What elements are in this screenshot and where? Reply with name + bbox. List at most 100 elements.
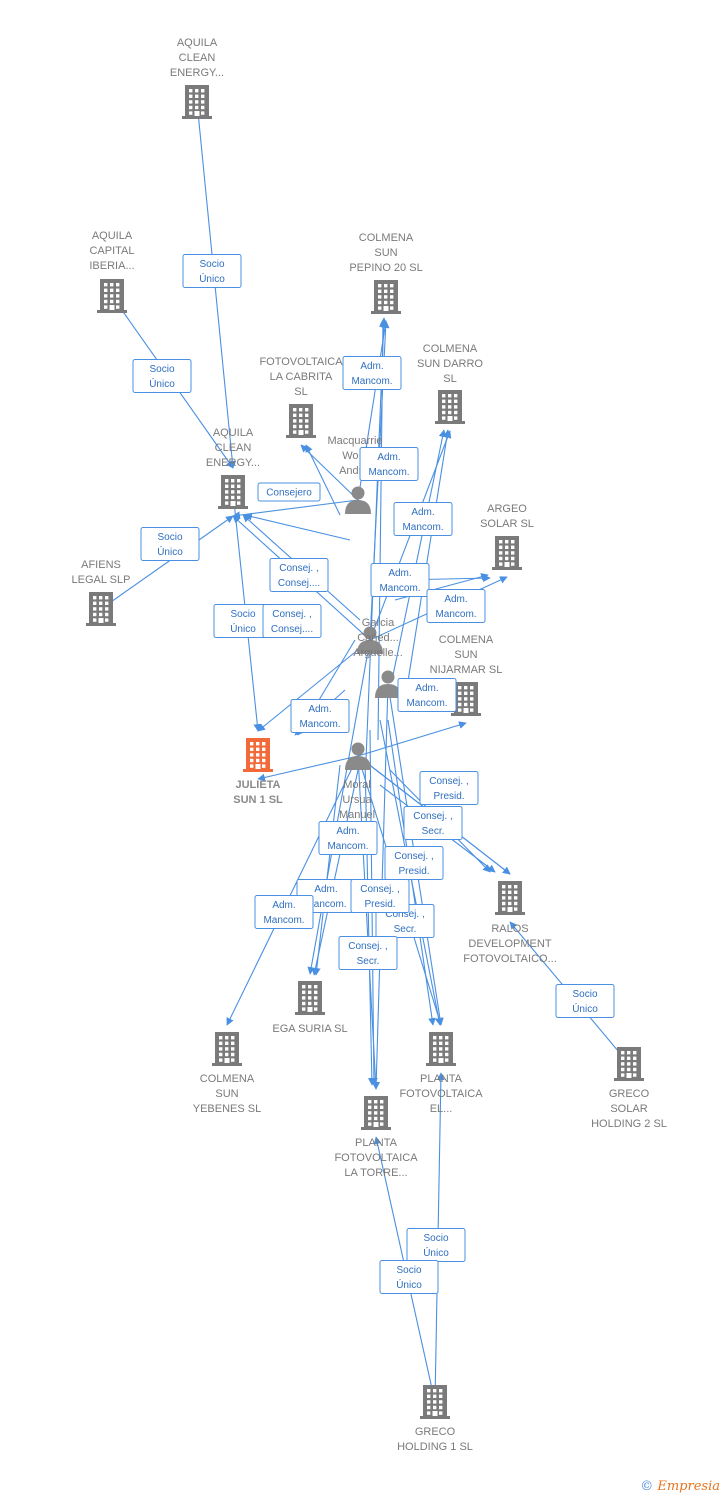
relationship-labels-layer: SocioÚnicoSocioÚnicoSocioÚnicoSocioÚnico… [132,254,615,1294]
building-icon [420,1385,450,1419]
node-aquila-mid[interactable]: AQUILACLEANENERGY... [206,427,260,509]
relationship-tag-text: Consej. , [394,851,433,862]
node-label: JULIETA [235,779,280,791]
node-label: PLANTA [420,1073,463,1085]
building-icon [426,1032,456,1066]
relationship-tag[interactable]: Consejero [257,482,321,502]
relationship-tag[interactable]: Adm.Mancom. [397,678,457,712]
building-icon [371,280,401,314]
relationship-tag[interactable]: Adm.Mancom. [318,821,378,855]
node-planta-el[interactable]: PLANTAFOTOVOLTAICAEL... [399,1032,483,1115]
node-label: RALOS [491,923,528,935]
node-ralos[interactable]: RALOS DEVELOPMENT FOTOVOLTAICO... [463,881,557,965]
node-label: FOTOVOLTAICO... [463,953,557,965]
node-label: SOLAR [610,1103,647,1115]
relationship-edge [391,429,447,681]
relationship-tag-text: Mancom. [379,583,420,594]
node-label: COLMENA [200,1073,255,1085]
relationship-tag[interactable]: Adm.Mancom. [426,589,486,623]
node-label: SUN [454,649,477,661]
building-icon [218,475,248,509]
relationship-tag-text: Único [572,1002,598,1015]
relationship-edge [257,755,359,782]
relationship-tag[interactable]: Adm. Mancom. [342,356,402,390]
node-label: FOTOVOLTAICA [399,1088,483,1100]
building-icon [243,738,273,772]
person-icon [375,670,401,698]
relationship-tag[interactable]: Consej. ,Secr. [338,936,398,970]
node-macquarrie[interactable]: MacquarrieWo...Andr... [327,435,383,514]
relationship-tag-text: Único [157,545,183,558]
node-label: AFIENS [81,559,121,571]
node-garcia[interactable]: GarciaCañed...Arguelle... [353,617,403,659]
relationship-tag-text: Consej. , [385,909,424,920]
relationship-tag[interactable]: Consej. ,Presid. [384,846,444,880]
relationship-tag-text: Único [149,377,175,390]
building-icon [86,592,116,626]
node-label: HOLDING 2 SL [591,1118,667,1130]
relationship-tag-text: Mancom. [351,376,392,387]
relationship-tag[interactable]: Adm.Mancom. [393,502,453,536]
relationship-edge [257,639,371,732]
node-label: IBERIA... [89,260,134,272]
node-label: EGA SURIA SL [272,1023,347,1035]
relationship-tag-text: Consej. , [413,811,452,822]
relationship-tag[interactable]: Consej. ,Secr. [403,806,463,840]
relationship-edge [311,769,359,976]
node-aquila-top[interactable]: AQUILACLEANENERGY... [170,37,224,119]
relationship-tag[interactable]: Consej. ,Consej.... [269,558,329,592]
relationship-tag[interactable]: Adm.Mancom. [290,699,350,733]
relationship-edge [244,512,351,541]
relationship-tag[interactable]: Consej. ,Presid. [419,771,479,805]
building-icon [451,682,481,716]
relationship-tag[interactable]: Consej. ,Consej.... [262,604,322,638]
node-label: ARGEO [487,503,527,515]
node-label: CLEAN [179,52,216,64]
relationship-tag-text: Mancom. [299,719,340,730]
node-label: AQUILA [177,37,218,49]
footer-credit: © Empresia [640,1479,720,1494]
node-label: LA TORRE... [344,1167,407,1179]
relationship-edge [357,721,467,757]
node-person3[interactable] [375,670,401,699]
relationship-tag-text: Único [396,1278,422,1291]
relationship-tag-text: Adm. [377,452,400,463]
relationship-tag-text: Adm. [360,361,383,372]
relationship-tag-text: Consej. , [429,776,468,787]
brand-logo-text[interactable]: Empresia [657,1479,720,1494]
relationship-tag-text: Socio [572,989,597,1000]
node-afiens[interactable]: AFIENS LEGAL SLP [72,559,131,626]
relationship-tag[interactable]: Adm.Mancom. [254,895,314,929]
copyright-symbol: © [640,1479,654,1494]
relationship-tag-text: Adm. [415,683,438,694]
node-ega[interactable]: EGA SURIA SL [272,981,348,1035]
node-label: COLMENA [359,232,414,244]
relationship-tag[interactable]: Adm.Mancom. [370,563,430,597]
relationship-tag-text: Socio [199,259,224,270]
node-aquila-cap[interactable]: AQUILACAPITALIBERIA... [89,230,135,313]
node-label: LEGAL SLP [72,574,131,586]
relationship-tag[interactable]: Consej. ,Presid. [350,879,410,913]
relationship-tag[interactable]: Adm.Mancom. [359,447,419,481]
node-label: DEVELOPMENT [468,938,551,950]
relationship-tag-text: Socio [157,532,182,543]
person-icon [345,486,371,514]
building-icon [182,85,212,119]
